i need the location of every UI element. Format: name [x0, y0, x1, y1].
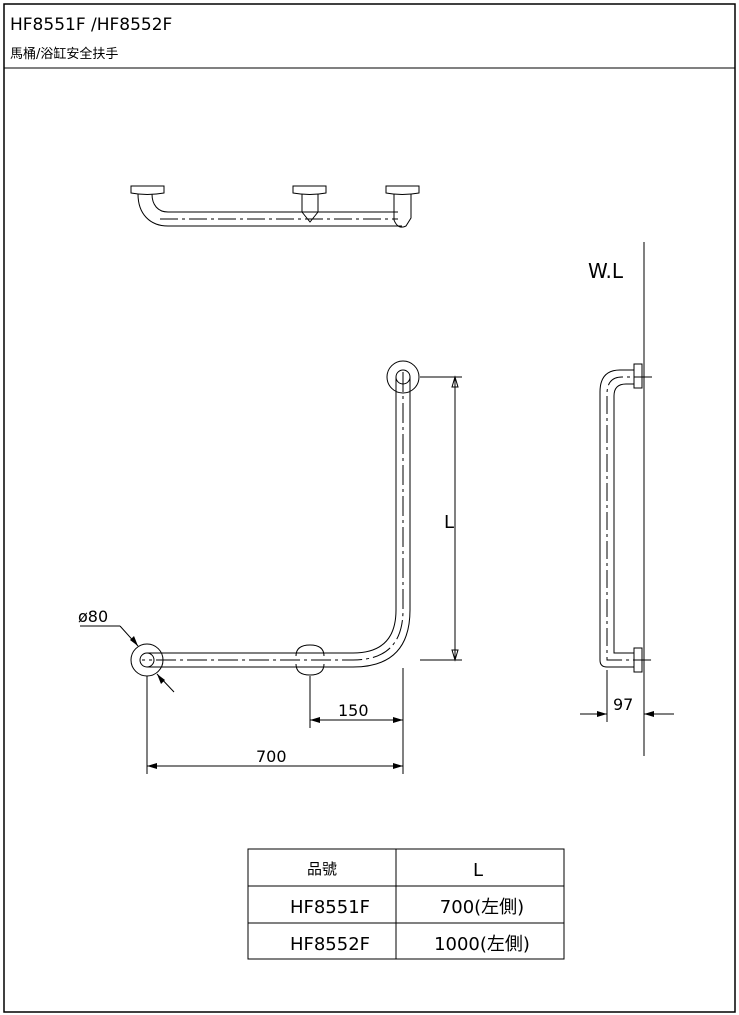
top-left-bend-outer: [137, 193, 169, 227]
table-row-model: HF8552F: [290, 934, 370, 955]
table-header-model: 品號: [307, 860, 337, 878]
dim-97-label: 97: [613, 695, 633, 714]
side-bar-outer: [599, 369, 634, 668]
top-left-flange: [130, 185, 165, 195]
top-middle-flange: [292, 185, 327, 195]
front-dimensions: L ø80 150 700: [78, 375, 462, 774]
model-title: HF8551F /HF8552F: [10, 15, 172, 35]
top-right-flange: [385, 185, 420, 195]
top-left-bend-inner: [151, 193, 169, 213]
spec-table: 品號 L HF8551F 700(左側) HF8552F 1000(左側): [247, 848, 565, 960]
top-right-post: [393, 194, 412, 228]
lbar-centerline: [142, 372, 404, 661]
table-row-length: 1000(左側): [434, 934, 530, 955]
table-header-length: L: [473, 860, 483, 881]
top-middle-post: [301, 194, 319, 223]
middle-flange: [295, 644, 325, 676]
table-row-length: 700(左側): [440, 897, 524, 918]
side-centerline: [606, 376, 652, 661]
lbar-inner-edge: [147, 377, 397, 654]
front-view: [130, 360, 420, 677]
side-bar-inner: [613, 383, 634, 654]
dim-L-label: L: [444, 512, 454, 533]
table-row-model: HF8551F: [290, 897, 370, 918]
diameter-label: ø80: [78, 607, 108, 626]
dim-700-label: 700: [256, 747, 287, 766]
dim-150-label: 150: [338, 701, 369, 720]
top-view: [130, 185, 420, 228]
upper-flange-outer: [386, 360, 420, 394]
product-subtitle: 馬桶/浴缸安全扶手: [10, 46, 118, 62]
lbar-outer-edge: [147, 377, 411, 668]
wall-line-label: W.L: [588, 259, 624, 283]
side-view: W.L 97: [580, 242, 674, 756]
border-frame: [3, 3, 736, 1013]
